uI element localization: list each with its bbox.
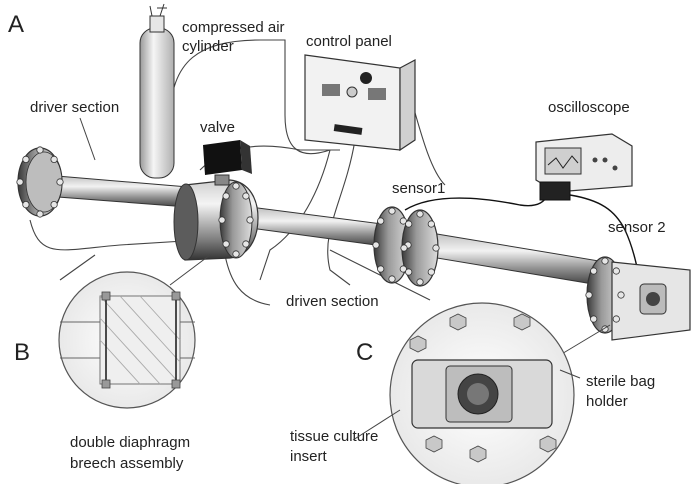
bolt-icon — [377, 217, 385, 225]
label-driven-section: driven section — [286, 293, 379, 310]
bolt-icon — [36, 210, 44, 218]
bolt-icon — [590, 315, 598, 323]
bolt-icon — [16, 178, 24, 186]
bolt-icon — [416, 210, 424, 218]
bolt-icon — [377, 265, 385, 273]
label-control-panel: control panel — [306, 33, 392, 50]
leader-lines — [79, 117, 581, 441]
label-sensor1: sensor1 — [392, 180, 445, 197]
bolt-icon — [601, 257, 609, 265]
panel-label-c: C — [356, 339, 373, 366]
label-tissue-culture-line2: insert — [290, 448, 328, 465]
bolt-icon — [50, 155, 58, 163]
bolt-icon — [222, 192, 230, 200]
bolt-icon — [22, 155, 30, 163]
bolt-icon — [400, 244, 408, 252]
bolt-icon — [50, 201, 58, 209]
bolt-icon — [56, 178, 64, 186]
label-compressed-air-line2: cylinder — [182, 38, 234, 55]
bolt-icon — [242, 240, 250, 248]
bolt-icon — [427, 268, 435, 276]
bolt-icon — [432, 244, 440, 252]
bolt-icon — [36, 146, 44, 154]
bolt-icon — [590, 267, 598, 275]
callout-b — [58, 254, 211, 409]
valve-icon — [203, 140, 252, 186]
label-tissue-culture-line1: tissue culture — [290, 428, 378, 445]
bolt-icon — [427, 220, 435, 228]
bolt-icon — [232, 250, 240, 258]
bolt-icon — [405, 220, 413, 228]
oscilloscope-icon — [535, 133, 633, 201]
bolt-group — [16, 146, 625, 333]
label-sensor2: sensor 2 — [608, 219, 666, 236]
panel-label-b: B — [14, 339, 30, 366]
bolt-icon — [612, 267, 620, 275]
label-double-diaphragm-line2: breech assembly — [70, 455, 184, 472]
shock-tube — [17, 140, 691, 341]
bolt-icon — [405, 268, 413, 276]
bolt-icon — [612, 315, 620, 323]
bolt-icon — [416, 278, 424, 286]
label-driver-section: driver section — [30, 99, 119, 116]
bolt-icon — [22, 201, 30, 209]
label-valve: valve — [200, 119, 235, 136]
label-oscilloscope: oscilloscope — [548, 99, 630, 116]
label-sterile-bag-line1: sterile bag — [586, 373, 655, 390]
bolt-icon — [218, 216, 226, 224]
bolt-icon — [399, 217, 407, 225]
callout-c — [389, 302, 611, 488]
cylinder-icon — [139, 3, 175, 179]
control-panel-box — [304, 54, 416, 152]
bolt-icon — [399, 265, 407, 273]
label-double-diaphragm-line1: double diaphragm — [70, 434, 190, 451]
bolt-icon — [388, 275, 396, 283]
label-sterile-bag-line2: holder — [586, 393, 628, 410]
bolt-icon — [585, 291, 593, 299]
bolt-icon — [222, 240, 230, 248]
bolt-icon — [617, 291, 625, 299]
panel-label-a: A — [8, 11, 24, 38]
bolt-icon — [242, 192, 250, 200]
bolt-icon — [246, 216, 254, 224]
bolt-icon — [232, 182, 240, 190]
bolt-icon — [372, 241, 380, 249]
label-compressed-air-line1: compressed air — [182, 19, 285, 36]
bolt-icon — [388, 207, 396, 215]
